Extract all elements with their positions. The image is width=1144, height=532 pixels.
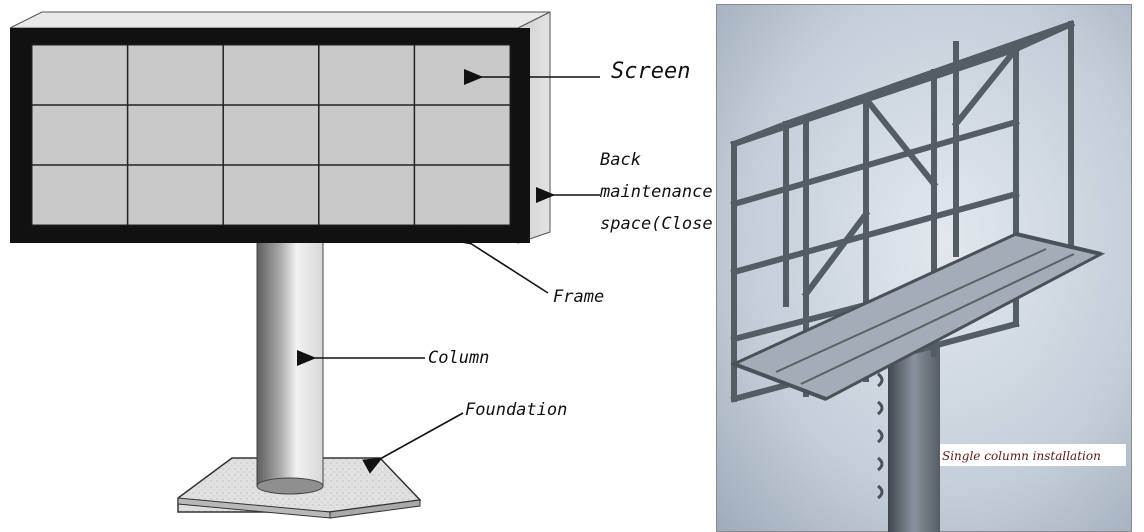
steel-structure-render: Single column installation bbox=[716, 4, 1132, 532]
space-closed-label: space(Closed) bbox=[600, 214, 712, 234]
maintenance-platform bbox=[730, 232, 1106, 401]
caption-box bbox=[940, 444, 1126, 466]
callout-arrows bbox=[297, 69, 600, 474]
screen-frame bbox=[10, 28, 530, 243]
screen-grid bbox=[32, 45, 510, 225]
foundation-label: Foundation bbox=[465, 400, 567, 420]
column-post bbox=[256, 235, 324, 495]
frame-label: Frame bbox=[553, 287, 604, 307]
billboard-diagram-svg: Screen Back maintenance space(Closed) Fr… bbox=[9, 11, 712, 519]
back-label: Back bbox=[600, 150, 641, 170]
steel-structure-svg: Single column installation bbox=[716, 4, 1132, 532]
frame-arrow bbox=[452, 227, 549, 294]
screen-label: Screen bbox=[611, 59, 690, 84]
foundation-arrow bbox=[362, 412, 464, 474]
column-label: Column bbox=[428, 348, 489, 368]
caption-label: Single column installation bbox=[942, 449, 1101, 463]
billboard-diagram: Screen Back maintenance space(Closed) Fr… bbox=[9, 11, 712, 519]
maintenance-label: maintenance bbox=[599, 182, 712, 202]
ladder-rungs bbox=[877, 372, 884, 500]
steel-pole bbox=[888, 337, 940, 532]
